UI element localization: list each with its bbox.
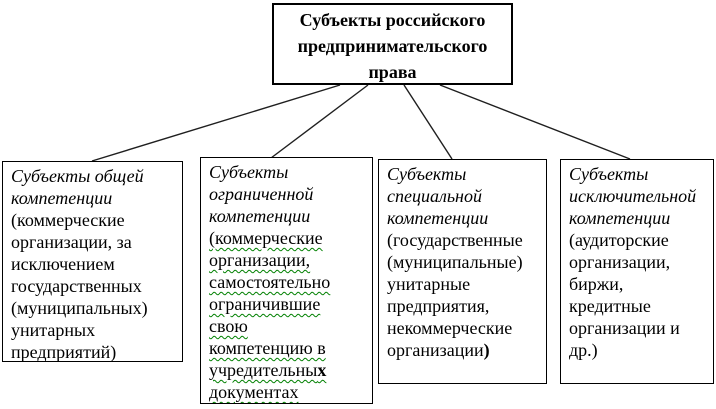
- branch-box-limited-competence: Субъекты ограниченной компетенции (комме…: [200, 157, 373, 404]
- text-segment: (государственные (муниципальные) унитарн…: [387, 230, 523, 360]
- text-segment: (коммерческие организации, самостоятельн…: [209, 228, 331, 380]
- text-segment: (коммерческие организации, за исключение…: [11, 210, 148, 362]
- text-segment: х: [317, 360, 327, 380]
- text-segment: документах: [209, 382, 299, 402]
- connector-line-2: [270, 84, 369, 159]
- connector-line-1: [91, 84, 341, 162]
- connector-line-3: [403, 84, 453, 160]
- connector-line-4: [439, 84, 631, 160]
- text-segment: ): [483, 340, 490, 360]
- text-segment: (аудиторские организации, биржи, кредитн…: [569, 230, 680, 360]
- text-segment: Субъекты исключительной компетенции: [569, 164, 697, 228]
- branch-box-special-competence: Субъекты специальной компетенции (госуда…: [378, 159, 547, 384]
- branch-box-general-competence: Субъекты общей компетенции (коммерческие…: [2, 161, 183, 362]
- text-segment: Субъекты общей компетенции: [11, 166, 144, 208]
- root-box-subjects-of-russian-entrepreneurial-law: Субъекты российского предпринимательског…: [272, 3, 513, 85]
- branch-box-exclusive-competence: Субъекты исключительной компетенции (ауд…: [560, 159, 714, 384]
- text-segment: Субъекты специальной компетенции: [387, 164, 489, 228]
- text-segment: Субъекты ограниченной компетенции: [209, 162, 314, 226]
